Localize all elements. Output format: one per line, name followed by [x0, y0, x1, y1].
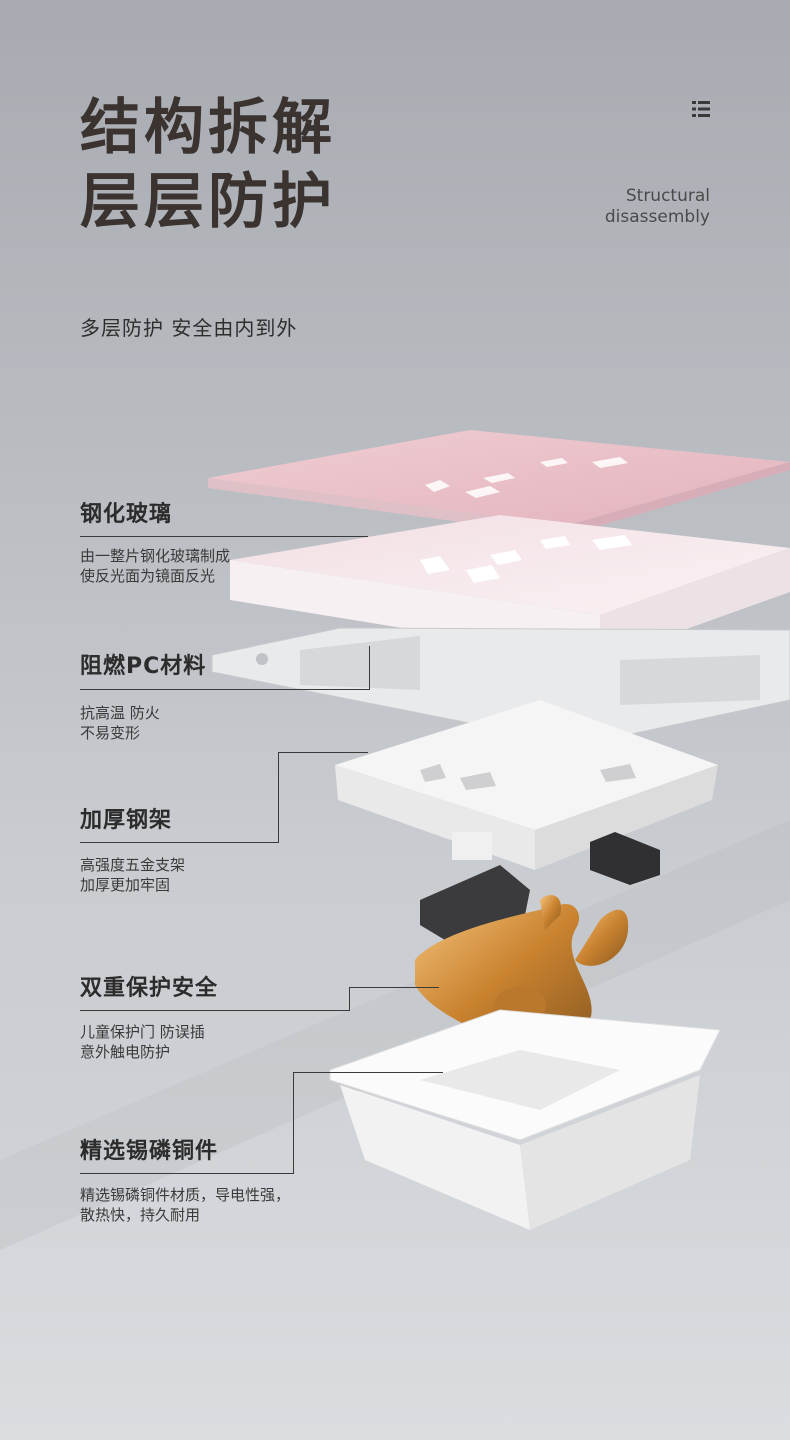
connector-line — [278, 752, 368, 753]
feature-safety-desc: 儿童保护门 防误插 意外触电防护 — [80, 1022, 205, 1062]
connector-line — [369, 646, 370, 690]
feature-desc: 由一整片钢化玻璃制成 — [80, 547, 231, 565]
divider-line — [80, 1010, 350, 1011]
socket-base — [329, 1009, 721, 1230]
feature-desc: 使反光面为镜面反光 — [80, 567, 216, 585]
feature-title: 钢化玻璃 — [80, 502, 173, 527]
connector-line — [278, 752, 279, 843]
connector-line — [293, 1072, 294, 1174]
feature-copper-desc: 精选锡磷铜件材质，导电性强， 散热快，持久耐用 — [80, 1185, 290, 1225]
feature-title: 双重保护安全 — [80, 976, 219, 1001]
connector-line — [349, 987, 350, 1011]
feature-desc: 儿童保护门 防误插 — [80, 1023, 205, 1041]
shadow-band — [0, 820, 790, 1250]
menu-grid-icon[interactable] — [692, 101, 710, 117]
feature-pc-desc: 抗高温 防火 不易变形 — [80, 703, 160, 743]
feature-glass: 钢化玻璃 — [80, 504, 172, 526]
feature-desc: 抗高温 防火 — [80, 704, 160, 722]
feature-desc: 精选锡磷铜件材质，导电性强， — [80, 1186, 291, 1204]
feature-glass-desc: 由一整片钢化玻璃制成 使反光面为镜面反光 — [80, 546, 230, 586]
pc-module — [335, 700, 718, 870]
divider-line — [80, 536, 368, 537]
feature-steel: 加厚钢架 — [80, 810, 172, 832]
feature-pc: 阻燃PC材料 — [80, 656, 206, 678]
feature-steel-desc: 高强度五金支架 加厚更加牢固 — [80, 855, 185, 895]
page-title-line2: 层层防护 — [80, 167, 336, 237]
feature-desc: 高强度五金支架 — [80, 856, 186, 874]
connector-line — [349, 987, 439, 988]
tagline: 多层防护 安全由内到外 — [80, 316, 298, 340]
english-line2: disassembly — [604, 207, 710, 227]
feature-title: 阻燃PC材料 — [80, 654, 207, 679]
feature-desc: 不易变形 — [80, 724, 141, 742]
feature-title: 精选锡磷铜件 — [80, 1139, 219, 1164]
feature-title: 加厚钢架 — [80, 808, 173, 833]
feature-safety: 双重保护安全 — [80, 978, 218, 1000]
divider-line — [80, 689, 370, 690]
steel-frame — [211, 627, 790, 746]
feature-desc: 加厚更加牢固 — [80, 876, 171, 894]
english-line1: Structural — [625, 186, 710, 206]
connector-line — [293, 1072, 443, 1073]
feature-desc: 意外触电防护 — [80, 1043, 171, 1061]
page-title-line1: 结构拆解 — [80, 93, 336, 163]
feature-desc: 散热快，持久耐用 — [80, 1206, 201, 1224]
feature-copper: 精选锡磷铜件 — [80, 1141, 218, 1163]
divider-line — [80, 842, 278, 843]
divider-line — [80, 1173, 294, 1174]
english-subtitle: Structural disassembly — [605, 186, 710, 228]
